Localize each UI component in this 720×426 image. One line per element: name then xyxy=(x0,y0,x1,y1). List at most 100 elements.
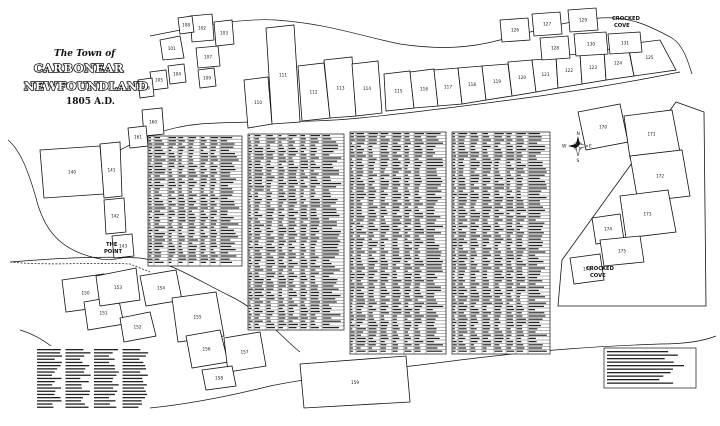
table-cell-text xyxy=(200,210,205,212)
table-cell-text xyxy=(426,328,437,330)
table-cell-text xyxy=(392,216,402,218)
table-cell-text xyxy=(528,174,545,176)
table-cell-text xyxy=(178,213,186,215)
lot-173: 173 xyxy=(619,189,677,239)
table-cell-text xyxy=(300,320,306,322)
table-cell-text xyxy=(494,261,501,263)
table-cell-text xyxy=(254,186,265,188)
lot-shape xyxy=(351,60,383,117)
table-cell-text xyxy=(356,341,366,343)
table-cell-text xyxy=(380,229,390,231)
table-cell-text xyxy=(516,161,522,163)
table-cell-text xyxy=(506,315,514,317)
lot-number: 102 xyxy=(198,26,206,31)
table-cell-text xyxy=(350,248,353,250)
table-cell-text xyxy=(506,165,512,167)
table-cell-text xyxy=(350,203,355,205)
table-cell-text xyxy=(178,172,182,174)
table-cell-text xyxy=(350,161,354,163)
table-cell-text xyxy=(458,264,467,266)
table-cell-text xyxy=(494,286,500,288)
table-cell-text xyxy=(506,264,512,266)
table-cell-text xyxy=(506,216,514,218)
table-cell-text xyxy=(168,261,172,263)
table-cell-text xyxy=(356,225,364,227)
table-cell-text xyxy=(310,186,316,188)
table-cell-text xyxy=(392,302,402,304)
table-cell-text xyxy=(380,280,389,282)
table-cell-text xyxy=(154,213,165,215)
table-cell-text xyxy=(350,145,355,147)
table-cell-text xyxy=(220,223,239,225)
table-cell-text xyxy=(482,238,489,240)
table-cell-text xyxy=(356,149,364,151)
road-west xyxy=(9,261,151,273)
table-cell-text xyxy=(220,229,234,231)
table-cell-text xyxy=(254,227,260,229)
table-cell-text xyxy=(414,264,425,266)
table-cell-text xyxy=(392,133,402,135)
place-labels: CROCKED COVE CROCKED COVE THE POINT xyxy=(104,16,641,279)
table-cell-text xyxy=(506,293,511,295)
table-cell-text xyxy=(254,298,260,300)
lot-number: 142 xyxy=(111,214,119,219)
table-cell-text xyxy=(278,192,286,194)
table-cell-text xyxy=(494,283,499,285)
table-cell-text xyxy=(528,165,543,167)
table-cell-text xyxy=(380,213,388,215)
table-cell-text xyxy=(210,217,214,219)
table-cell-text xyxy=(452,197,455,199)
lot-170: 170 xyxy=(577,103,629,151)
table-cell-text xyxy=(482,197,489,199)
table-cell-text xyxy=(368,152,373,154)
lot-number: 141 xyxy=(108,168,116,173)
table-cell-text xyxy=(356,155,366,157)
table-cell-text xyxy=(350,184,354,186)
table-cell-text xyxy=(482,187,492,189)
table-cell-text xyxy=(288,256,296,258)
table-cell-text xyxy=(380,206,386,208)
table-cell-text xyxy=(404,289,411,291)
table-cell-text xyxy=(392,232,399,234)
table-cell-text xyxy=(470,334,478,336)
table-cell-text xyxy=(368,312,373,314)
table-cell-text xyxy=(178,156,182,158)
table-cell-text xyxy=(248,186,253,188)
table-cell-text xyxy=(470,197,479,199)
table-cell-text xyxy=(350,347,353,349)
table-cell-text xyxy=(452,296,455,298)
table-cell-text xyxy=(266,154,273,156)
table-cell-text xyxy=(248,138,251,140)
table-cell-text xyxy=(470,273,476,275)
table-cell-text xyxy=(368,241,378,243)
table-cell-text xyxy=(470,133,478,135)
table-cell-text xyxy=(392,165,400,167)
table-cell-text xyxy=(380,145,388,147)
table-cell-text xyxy=(288,275,298,277)
table-cell-text xyxy=(470,261,475,263)
table-cell-text xyxy=(494,267,500,269)
table-cell-text xyxy=(506,286,512,288)
table-cell-text xyxy=(168,146,173,148)
table-cell-text xyxy=(188,204,194,206)
table-cell-text xyxy=(288,231,296,233)
lot-175: 175 xyxy=(599,235,645,267)
lot-shape xyxy=(171,291,225,343)
table-cell-text xyxy=(458,312,464,314)
table-cell-text xyxy=(380,133,389,135)
table-cell-text xyxy=(356,152,363,154)
table-cell-text xyxy=(516,289,526,291)
table-cell-text xyxy=(220,191,234,193)
table-cell-text xyxy=(516,225,523,227)
table-cell-text xyxy=(310,205,321,207)
table-cell-text xyxy=(248,215,251,217)
table-cell-text xyxy=(168,153,175,155)
table-cell-text xyxy=(458,203,466,205)
table-cell-text xyxy=(254,147,264,149)
table-cell-text xyxy=(322,224,337,226)
table-cell-text xyxy=(452,286,457,288)
table-cell-text xyxy=(310,288,318,290)
legend-entry xyxy=(65,358,81,360)
table-cell-text xyxy=(414,328,419,330)
table-cell-text xyxy=(278,218,284,220)
